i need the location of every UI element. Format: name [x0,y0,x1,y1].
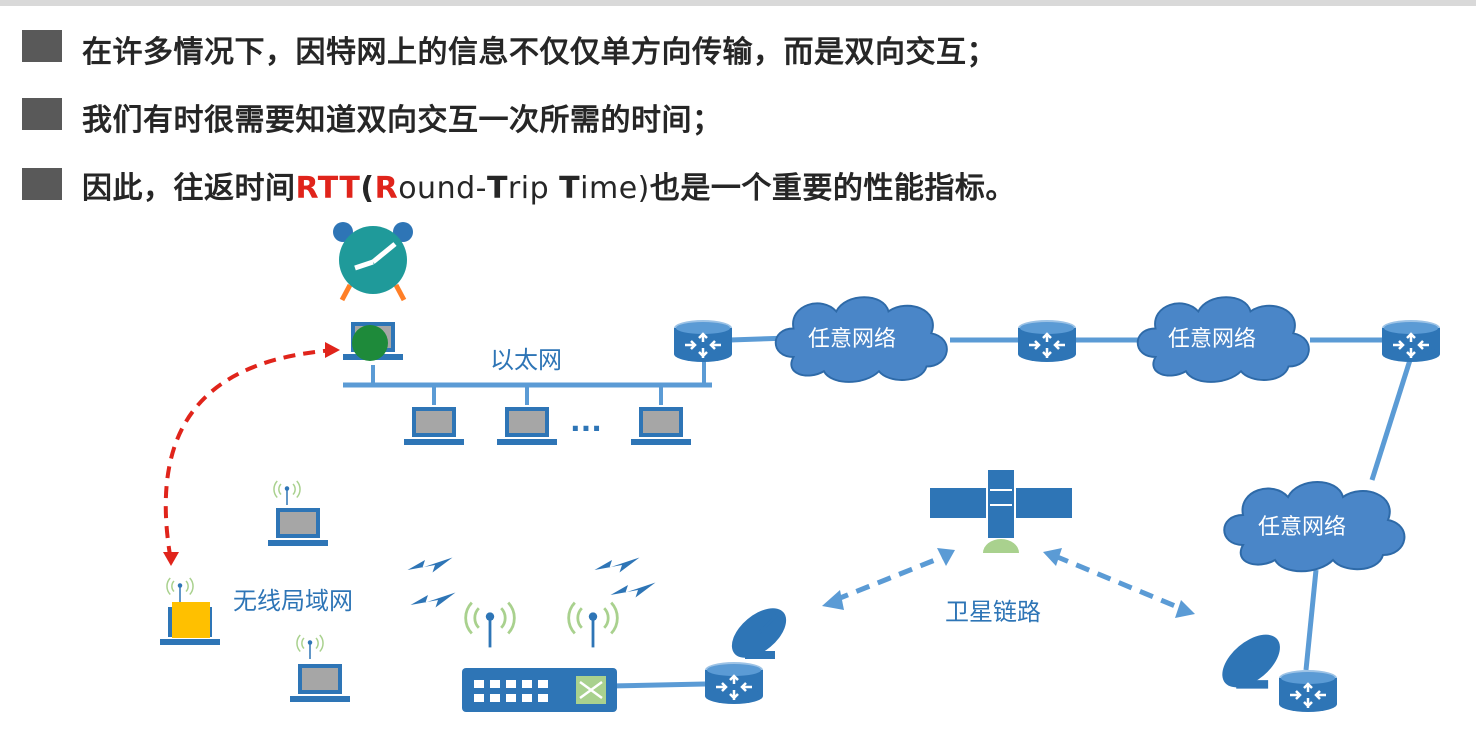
laptop-icon [404,407,464,445]
arrowhead-icon [822,590,844,610]
laptop-icon [497,407,557,445]
arrowhead-icon [937,548,955,566]
cloud-label: 任意网络 [1258,515,1346,540]
satellite-dish-icon [725,597,797,665]
wireless-signal-icon [410,592,456,608]
network-links [609,335,1413,689]
wireless-signal-icon [594,557,640,573]
rtt-term: RTT [295,171,361,206]
wireless-signal-icon [407,557,453,573]
access-point-icon [462,600,620,712]
bullet-marker [22,98,62,130]
laptop-icon [290,664,350,702]
router-icon [1381,318,1441,364]
wifi-antenna-icon [273,480,301,506]
bullet-line-3: 因此，往返时间RTT(Round-Trip Time)也是一个重要的性能指标。 [82,171,1016,206]
top-bar [0,0,1476,6]
bullet-line-2: 我们有时很需要知道双向交互一次所需的时间； [82,103,723,138]
wlan-label: 无线局域网 [233,587,353,615]
laptop-icon [268,508,328,546]
rtt-arrow [163,348,336,556]
wifi-antenna-icon [296,634,324,660]
bullet-marker [22,168,62,200]
wifi-antenna-icon [166,577,194,603]
wireless-signal-icon [610,582,656,598]
source-host-marker [352,325,388,361]
alarm-clock-icon [333,222,413,302]
cloud-label: 任意网络 [808,327,896,352]
router-icon [673,318,733,364]
ethernet-label: 以太网 [490,346,562,374]
satellite-dish-icon [1215,622,1292,695]
arrowhead-icon [163,552,179,566]
satellite-icon [930,470,1072,553]
ethernet-bus [343,360,712,405]
arrowhead-icon [1175,600,1195,618]
satellite-link-lines [834,553,1181,611]
bullet-line-1: 在许多情况下，因特网上的信息不仅仅单方向传输，而是双向交互； [82,35,997,70]
bullet-marker [22,30,62,62]
arrowhead-icon [1043,548,1062,566]
router-icon [1278,668,1338,714]
router-icon [1017,318,1077,364]
laptop-icon [631,407,691,445]
more-hosts-ellipsis: ··· [570,412,602,445]
cloud-label: 任意网络 [1168,327,1256,352]
arrowhead-icon [325,342,340,358]
satellite-link-label: 卫星链路 [945,598,1041,626]
router-icon [704,660,764,706]
destination-host-marker [172,602,210,638]
